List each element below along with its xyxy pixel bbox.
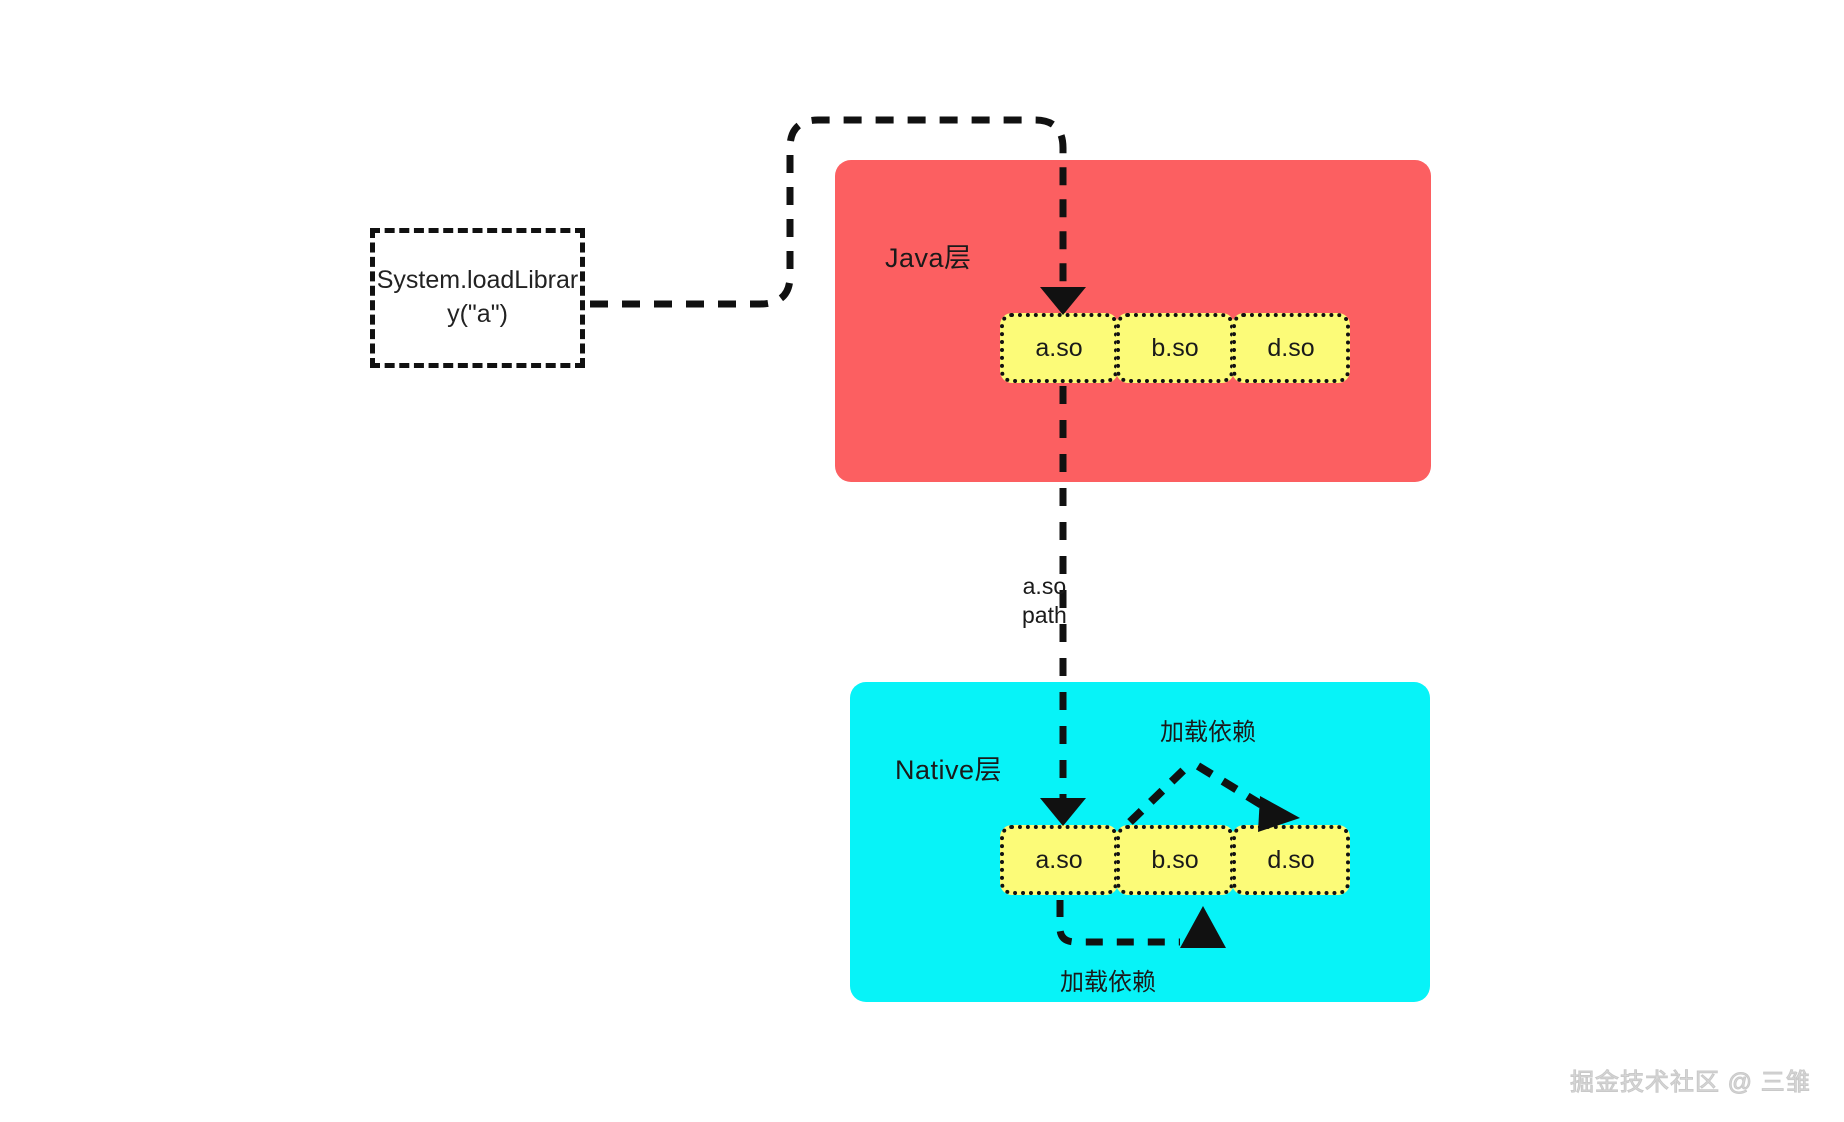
java-so-box-b[interactable]: b.so bbox=[1116, 313, 1234, 383]
native-layer-title: Native层 bbox=[895, 755, 1003, 785]
java-so-row: a.so b.so d.so bbox=[1000, 313, 1350, 383]
native-so-box-d[interactable]: d.so bbox=[1232, 825, 1350, 895]
edge-label-dependency-top: 加载依赖 bbox=[1160, 719, 1256, 746]
load-library-label: System.loadLibrary("a") bbox=[376, 266, 579, 328]
edge-label-dependency-bottom: 加载依赖 bbox=[1060, 969, 1156, 996]
edge-label-aso-path: a.so path bbox=[1022, 573, 1067, 628]
load-library-callout[interactable]: System.loadLibrary("a") bbox=[370, 228, 585, 368]
java-layer-title: Java层 bbox=[885, 243, 972, 273]
java-so-box-d[interactable]: d.so bbox=[1232, 313, 1350, 383]
watermark: 掘金技术社区 @ 三雏 bbox=[1570, 1069, 1811, 1097]
native-so-box-b[interactable]: b.so bbox=[1116, 825, 1234, 895]
native-so-row: a.so b.so d.so bbox=[1000, 825, 1350, 895]
native-so-box-a[interactable]: a.so bbox=[1000, 825, 1118, 895]
java-so-box-a[interactable]: a.so bbox=[1000, 313, 1118, 383]
